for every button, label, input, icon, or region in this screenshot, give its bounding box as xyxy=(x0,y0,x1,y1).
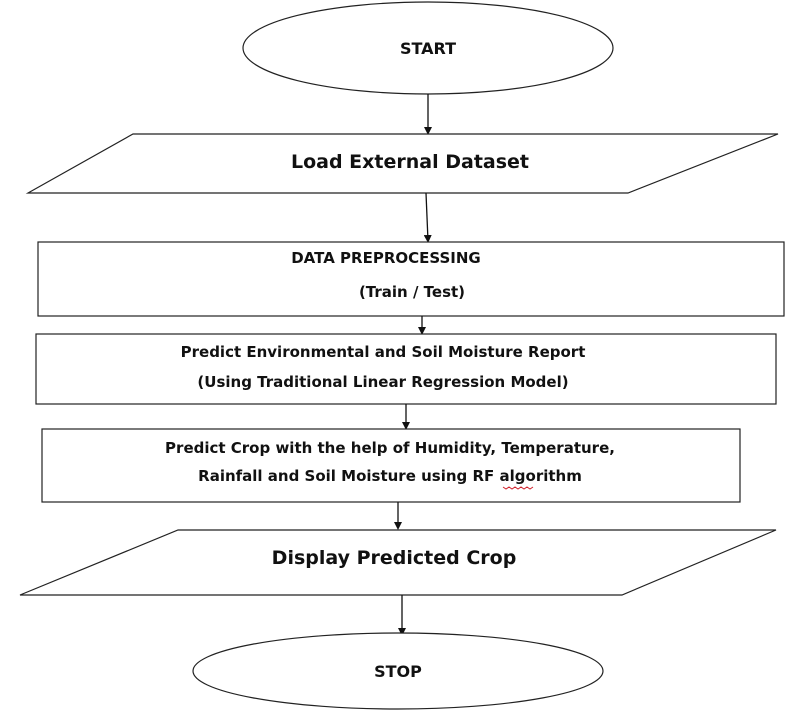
stop-label: STOP xyxy=(374,662,422,681)
start-node: START xyxy=(242,1,614,95)
spellcheck-underline xyxy=(502,486,534,490)
predict-crop-line2: Rainfall and Soil Moisture using RF algo… xyxy=(198,467,582,485)
arrow-load-to-preprocessing xyxy=(423,192,432,243)
start-label: START xyxy=(400,39,456,58)
stop-node: STOP xyxy=(192,632,604,710)
predict-env-node: Predict Environmental and Soil Moisture … xyxy=(35,333,777,405)
predict-crop-line1: Predict Crop with the help of Humidity, … xyxy=(165,439,615,457)
preprocessing-subtitle: (Train / Test) xyxy=(359,283,465,301)
preprocessing-title: DATA PREPROCESSING xyxy=(291,249,481,267)
preprocessing-node: DATA PREPROCESSING (Train / Test) xyxy=(37,241,785,317)
predict-env-subtitle: (Using Traditional Linear Regression Mod… xyxy=(197,373,568,391)
load-dataset-node: Load External Dataset xyxy=(25,133,779,194)
predict-crop-node: Predict Crop with the help of Humidity, … xyxy=(41,428,741,503)
predict-env-title: Predict Environmental and Soil Moisture … xyxy=(181,343,586,361)
display-label: Display Predicted Crop xyxy=(272,547,517,569)
display-node: Display Predicted Crop xyxy=(19,529,777,596)
load-dataset-label: Load External Dataset xyxy=(291,151,529,173)
